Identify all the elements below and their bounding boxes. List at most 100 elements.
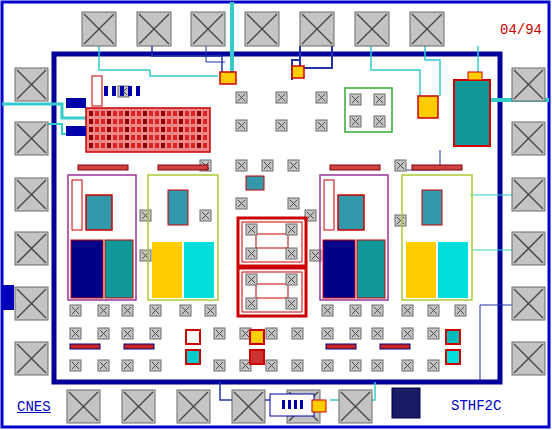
small-cell (418, 96, 438, 118)
pad-cross (352, 118, 359, 125)
array-cell (191, 135, 195, 140)
pad-cross (404, 307, 411, 314)
pad-cross (357, 14, 387, 44)
array-cell (173, 143, 177, 148)
pad-cross (179, 392, 208, 421)
pad-cross (17, 344, 46, 373)
probe-pad (292, 360, 303, 371)
array-cell (185, 111, 189, 116)
array-cell (143, 119, 147, 124)
array-cell (185, 135, 189, 140)
block-outline (320, 175, 388, 300)
pad-cross (397, 217, 404, 224)
pad-cross (207, 307, 214, 314)
bond-pad (191, 12, 225, 46)
pad-body (98, 328, 109, 339)
array-cell (101, 119, 105, 124)
small-cell (220, 72, 236, 84)
probe-pad (214, 360, 225, 371)
array-cell (161, 111, 165, 116)
pad-cross (124, 392, 153, 421)
capacitor-b (357, 240, 385, 298)
probe-pad (150, 360, 161, 371)
pad-cross (216, 330, 223, 337)
pad-cross (430, 362, 437, 369)
pad-cross (341, 392, 370, 421)
power-ring (54, 54, 500, 382)
bond-pad (512, 342, 545, 375)
pad-body (292, 360, 303, 371)
array-cell (137, 111, 141, 116)
array-cell (161, 119, 165, 124)
pad-cross (288, 226, 295, 233)
probe-pad (350, 328, 361, 339)
pad-cross (248, 250, 255, 257)
probe-pad (246, 298, 257, 309)
block-outline (238, 218, 306, 266)
pad-body (177, 390, 210, 423)
pad-cross (124, 362, 131, 369)
array-cell (119, 135, 123, 140)
red-strip (324, 180, 334, 230)
probe-pad (98, 360, 109, 371)
pad-body (402, 305, 413, 316)
pad-cross (430, 307, 437, 314)
array-cell (131, 135, 135, 140)
capacitor-a (406, 242, 436, 298)
cell-core (422, 190, 442, 225)
array-cell (89, 143, 93, 148)
pad-cross (352, 307, 359, 314)
pad-cross (376, 118, 383, 125)
top-strip (158, 165, 208, 170)
array-cell (113, 135, 117, 140)
array-cell (119, 143, 123, 148)
pad-body (236, 120, 247, 131)
pad-cross (72, 362, 79, 369)
pad-body (70, 360, 81, 371)
array-cell (101, 143, 105, 148)
array-cell (137, 119, 141, 124)
pad-body (372, 305, 383, 316)
probe-pad (122, 305, 133, 316)
pad-cross (288, 250, 295, 257)
bond-pad (15, 232, 48, 265)
array-cell (119, 119, 123, 124)
core (256, 234, 288, 248)
bond-pad (300, 12, 334, 46)
pad-cross (238, 200, 245, 207)
pad-cross (152, 330, 159, 337)
pad-body (70, 328, 81, 339)
array-cell (179, 119, 183, 124)
chip-marking: 04/94 (500, 22, 542, 38)
probe-pad (322, 305, 333, 316)
pad-cross (352, 362, 359, 369)
pad-body (395, 160, 406, 171)
pad-body (395, 215, 406, 226)
pad-body (300, 12, 334, 46)
pad-cross (352, 362, 359, 369)
pad-cross (397, 162, 404, 169)
probe-pad (236, 198, 247, 209)
array-cell (173, 119, 177, 124)
core (256, 284, 288, 298)
array-cell (149, 135, 153, 140)
center-cell (246, 176, 264, 190)
bond-pad (512, 232, 545, 265)
pad-body (374, 94, 385, 105)
pad-body (322, 305, 333, 316)
edge-block (2, 285, 14, 310)
pad-body (266, 360, 277, 371)
metal-wire (99, 46, 218, 76)
array-cell (113, 111, 117, 116)
pad-cross (124, 330, 131, 337)
probe-pad (180, 305, 191, 316)
red-strip (72, 180, 82, 230)
pad-cross (290, 200, 297, 207)
pad-body (15, 342, 48, 375)
array-cell (185, 119, 189, 124)
pad-cross (84, 14, 114, 44)
pad-cross (376, 96, 383, 103)
bond-pad (232, 390, 265, 423)
pad-cross (248, 226, 255, 233)
